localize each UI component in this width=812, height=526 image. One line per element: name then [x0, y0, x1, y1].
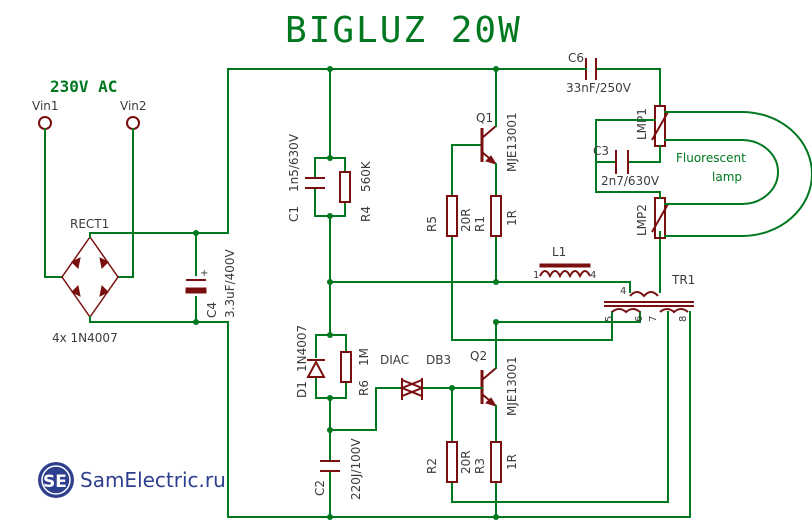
q2-name: Q2: [470, 349, 487, 363]
d1-diode: [306, 359, 326, 378]
r1-value: 1R: [505, 210, 519, 226]
q1-transistor: [480, 125, 498, 165]
r3-resistor: [490, 441, 502, 483]
lamp-label-line2: lamp: [712, 170, 742, 184]
svg-text:+: +: [200, 268, 208, 279]
r1-resistor: [490, 195, 502, 237]
c2-name: C2: [313, 480, 327, 496]
vin1-terminal: [38, 116, 52, 130]
r5-value: 20R: [459, 208, 473, 232]
c2-capacitor: [320, 460, 340, 472]
c6-value: 33nF/250V: [566, 81, 632, 95]
bridge-rectifier: [61, 235, 119, 319]
tr1-name: TR1: [671, 273, 695, 287]
lmp1-name: LMP1: [635, 108, 649, 140]
vin2-label: Vin2: [120, 99, 147, 113]
c2-value: 220J/100V: [349, 438, 363, 500]
junction: [193, 230, 199, 236]
diac-value: DB3: [426, 353, 451, 367]
r6-name: R6: [357, 380, 371, 396]
vin1-label: Vin1: [32, 99, 59, 113]
tr1-pin7: 7: [648, 316, 659, 322]
q2-value: MJE13001: [505, 356, 519, 416]
diagram-title: BIGLUZ 20W: [285, 10, 522, 51]
l1-pin1: 1: [533, 270, 539, 281]
q1-value: MJE13001: [505, 112, 519, 172]
l1-name: L1: [552, 245, 566, 259]
junction: [193, 319, 199, 325]
c3-name: C3: [593, 144, 609, 158]
diac: [399, 378, 425, 400]
logo-badge-icon: [38, 462, 74, 498]
r6-resistor: [340, 351, 352, 383]
samelectric-logo[interactable]: SE SamElectric.ru: [38, 462, 226, 498]
d1-name: D1: [295, 381, 309, 398]
c1-value: 1n5/630V: [287, 133, 301, 192]
junction: [327, 332, 333, 338]
c4-name: C4: [205, 302, 219, 318]
diac-name: DIAC: [380, 353, 409, 367]
r6-value: 1M: [357, 348, 371, 366]
r4-name: R4: [359, 206, 373, 222]
rect1-value: 4x 1N4007: [52, 331, 118, 345]
q1-name: Q1: [476, 111, 493, 125]
d1-value: 1N4007: [295, 325, 309, 372]
r2-resistor: [446, 441, 458, 483]
c3-capacitor: [615, 150, 629, 174]
q2-transistor: [480, 367, 498, 407]
tr1-pin8: 8: [678, 316, 689, 322]
tr1-pin5: 5: [604, 316, 615, 322]
vin2-terminal: [126, 116, 140, 130]
r5-name: R5: [425, 216, 439, 232]
junction: [327, 395, 333, 401]
r4-value: 560K: [359, 160, 373, 192]
r5-resistor: [446, 195, 458, 237]
c1-name: C1: [287, 206, 301, 222]
r1-name: R1: [473, 216, 487, 232]
junction: [327, 279, 333, 285]
l1-inductor: [539, 263, 591, 279]
junction: [327, 213, 333, 219]
l1-pin4: 4: [590, 270, 596, 281]
lmp2-name: LMP2: [635, 204, 649, 236]
junction: [327, 155, 333, 161]
r3-name: R3: [473, 458, 487, 474]
c1-capacitor: [305, 177, 325, 189]
c6-capacitor: [585, 58, 597, 80]
c3-value: 2n7/630V: [601, 174, 660, 188]
r2-name: R2: [425, 458, 439, 474]
fluorescent-lamp-tube: [664, 111, 812, 237]
tr1-pin6: 6: [634, 316, 645, 322]
c6-name: C6: [568, 51, 584, 65]
rect1-name: RECT1: [70, 217, 109, 231]
supply-label: 230V AC: [50, 77, 117, 96]
logo-text: SamElectric.ru: [80, 468, 226, 492]
tr1-pin4: 4: [620, 286, 626, 297]
c4-capacitor: +: [185, 268, 208, 294]
fluorescent-lamp-inner: [664, 139, 779, 205]
r4-resistor: [339, 171, 351, 203]
lamp-label-line1: Fluorescent: [676, 151, 746, 165]
r2-value: 20R: [459, 450, 473, 474]
c4-value: 3.3uF/400V: [223, 248, 237, 318]
junction: [493, 319, 499, 325]
tr1-transformer: [604, 291, 694, 314]
logo-badge: SE: [43, 472, 67, 492]
r3-value: 1R: [505, 454, 519, 470]
